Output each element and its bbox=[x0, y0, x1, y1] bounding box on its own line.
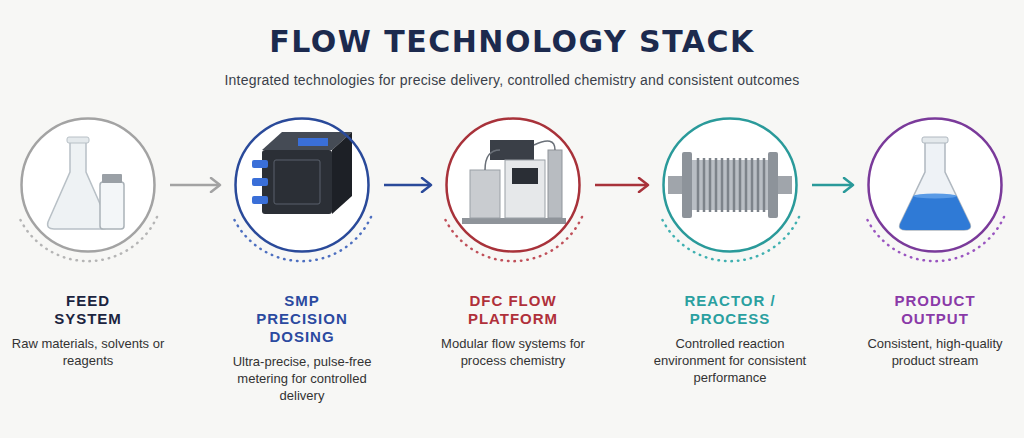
vial-cap bbox=[102, 174, 122, 183]
circle-outline bbox=[20, 117, 156, 253]
dotted-arc bbox=[444, 217, 582, 261]
dotted-arc bbox=[233, 217, 371, 261]
circle-ring bbox=[664, 119, 797, 252]
node-heading: REACTOR / PROCESS bbox=[675, 292, 785, 328]
node-heading: FEED SYSTEM bbox=[38, 292, 138, 328]
diagram-caption: Integrated technologies for precise deli… bbox=[0, 72, 1024, 88]
process-circle: DFC FLOW PLATFORMModular flow systems fo… bbox=[431, 117, 595, 253]
circle-fill bbox=[236, 119, 368, 251]
node-heading: PRODUCT OUTPUT bbox=[875, 292, 995, 328]
circle-fill bbox=[869, 119, 1001, 251]
liquid-surface bbox=[914, 194, 957, 199]
module-tower bbox=[548, 150, 562, 218]
pump-plate bbox=[274, 160, 320, 204]
circle-ring bbox=[236, 119, 369, 252]
pump-side bbox=[332, 132, 352, 214]
node-label: DFC FLOW PLATFORM Modular flow systems fo… bbox=[433, 292, 593, 369]
process-circle: PRODUCT OUTPUTConsistent, high-quality p… bbox=[853, 117, 1017, 253]
node-description: Controlled reaction environment for cons… bbox=[650, 335, 810, 386]
module-box bbox=[470, 170, 500, 218]
reactor-pipe bbox=[776, 176, 792, 194]
circle-ring bbox=[22, 119, 155, 252]
tubing bbox=[485, 141, 555, 170]
pump-port bbox=[252, 196, 268, 204]
node-description: Modular flow systems for process chemist… bbox=[433, 335, 593, 369]
circle-outline bbox=[867, 117, 1003, 253]
reactor-flange bbox=[682, 152, 692, 218]
circle-ring bbox=[447, 119, 580, 252]
circle-ring bbox=[869, 119, 1002, 252]
node-label: SMP PRECISION DOSING Ultra-precise, pulse… bbox=[222, 292, 382, 404]
node-label: REACTOR / PROCESS Controlled reaction env… bbox=[650, 292, 810, 386]
node-label: FEED SYSTEM Raw materials, solvents or re… bbox=[8, 292, 168, 369]
node-heading: SMP PRECISION DOSING bbox=[242, 292, 362, 346]
glass-flask bbox=[900, 142, 971, 230]
node-description: Ultra-precise, pulse-free metering for c… bbox=[222, 353, 382, 404]
pump-body bbox=[262, 150, 332, 214]
process-circle: SMP PRECISION DOSINGUltra-precise, pulse… bbox=[220, 117, 384, 253]
process-circle: REACTOR / PROCESSControlled reaction env… bbox=[648, 117, 812, 253]
node-heading: DFC FLOW PLATFORM bbox=[453, 292, 573, 328]
flask-rim bbox=[922, 137, 948, 143]
circle-outline bbox=[234, 117, 370, 253]
circle-fill bbox=[22, 119, 154, 251]
flow-arrow bbox=[384, 184, 431, 187]
circle-outline bbox=[445, 117, 581, 253]
node-description: Consistent, high-quality product stream bbox=[855, 335, 1015, 369]
reactor-flange bbox=[768, 152, 778, 218]
blue-liquid bbox=[900, 196, 971, 230]
module-box bbox=[505, 160, 545, 218]
circle-fill bbox=[447, 119, 579, 251]
circle-outline bbox=[662, 117, 798, 253]
dotted-arc bbox=[661, 217, 799, 261]
flow-arrow bbox=[595, 184, 648, 187]
node-description: Raw materials, solvents or reagents bbox=[8, 335, 168, 369]
flask-rim bbox=[67, 137, 89, 143]
circle-fill bbox=[664, 119, 796, 251]
module-screen bbox=[512, 168, 538, 184]
reactor-ribs bbox=[698, 158, 764, 212]
reactor-pipe bbox=[668, 176, 684, 194]
pump-port bbox=[252, 178, 268, 186]
platform-base bbox=[462, 218, 566, 224]
glass-vial bbox=[100, 182, 124, 229]
pump-badge bbox=[298, 138, 328, 146]
flow-arrow bbox=[812, 184, 853, 187]
pump-port bbox=[252, 160, 268, 168]
node-label: PRODUCT OUTPUT Consistent, high-quality p… bbox=[855, 292, 1015, 369]
diagram-title: FLOW TECHNOLOGY STACK bbox=[0, 24, 1024, 59]
process-circle: FEED SYSTEMRaw materials, solvents or re… bbox=[6, 117, 170, 253]
flow-arrow bbox=[170, 184, 220, 187]
